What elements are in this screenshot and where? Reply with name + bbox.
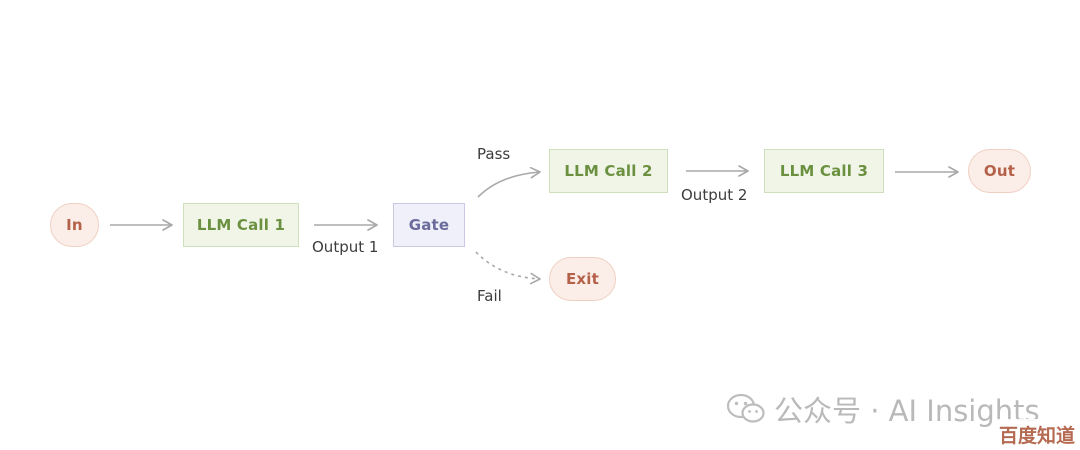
node-in: In (50, 203, 99, 247)
edge-label-pass: Pass (477, 145, 511, 163)
edge-label-output-1: Output 1 (312, 238, 379, 256)
watermark: 公众号 · AI Insights (726, 388, 1040, 430)
node-llm-call-1: LLM Call 1 (183, 203, 299, 247)
node-gate-label: Gate (408, 216, 450, 234)
baidu-zhidao-badge: 百度知道 (994, 419, 1080, 450)
node-llm-call-2-label: LLM Call 2 (564, 162, 653, 180)
wechat-icon (726, 393, 765, 423)
node-llm-call-1-label: LLM Call 1 (196, 216, 286, 234)
node-exit: Exit (549, 257, 616, 301)
node-llm-call-3: LLM Call 3 (764, 149, 884, 193)
edge-gate-to-exit-fail (475, 251, 541, 285)
node-in-label: In (66, 216, 83, 234)
edge-label-output-2: Output 2 (681, 186, 748, 204)
edge-label-fail: Fail (477, 287, 502, 305)
edge-gate-to-llm2-pass (477, 166, 541, 198)
node-llm-call-3-label: LLM Call 3 (779, 162, 869, 180)
node-gate: Gate (393, 203, 465, 247)
node-out: Out (968, 149, 1031, 193)
node-llm-call-2: LLM Call 2 (549, 149, 668, 193)
node-exit-label: Exit (565, 270, 600, 288)
node-out-label: Out (983, 162, 1016, 180)
